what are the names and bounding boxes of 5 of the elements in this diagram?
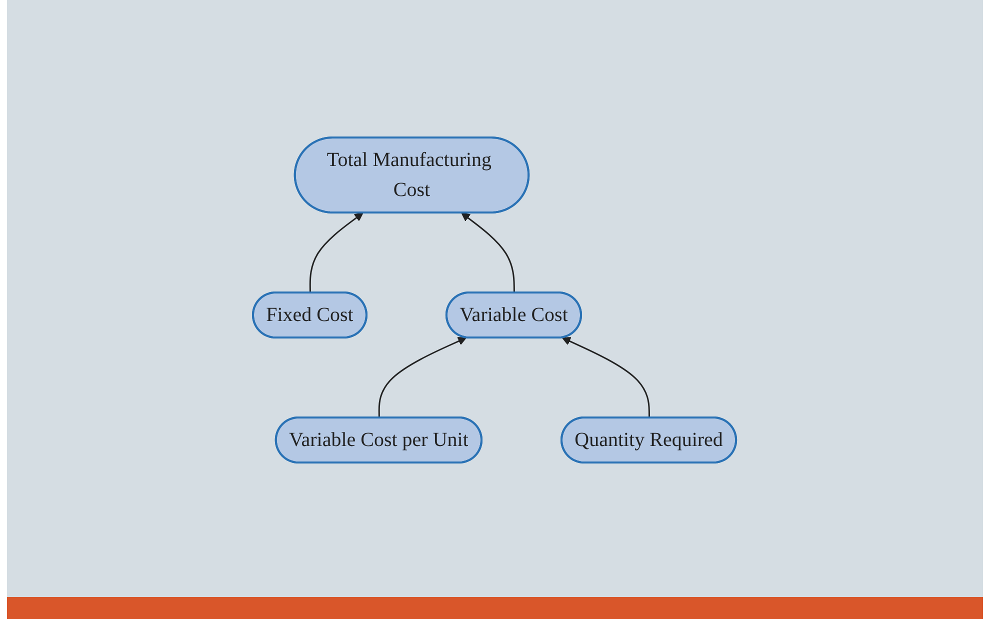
arrow <box>378 337 468 418</box>
diagram-background: Total Manufacturing Cost Fixed Cost Variable Cost Variable Cost per Unit Quantity Required <box>7 0 983 597</box>
arrow <box>562 337 650 418</box>
arrow <box>462 212 516 294</box>
arrow <box>310 212 364 294</box>
